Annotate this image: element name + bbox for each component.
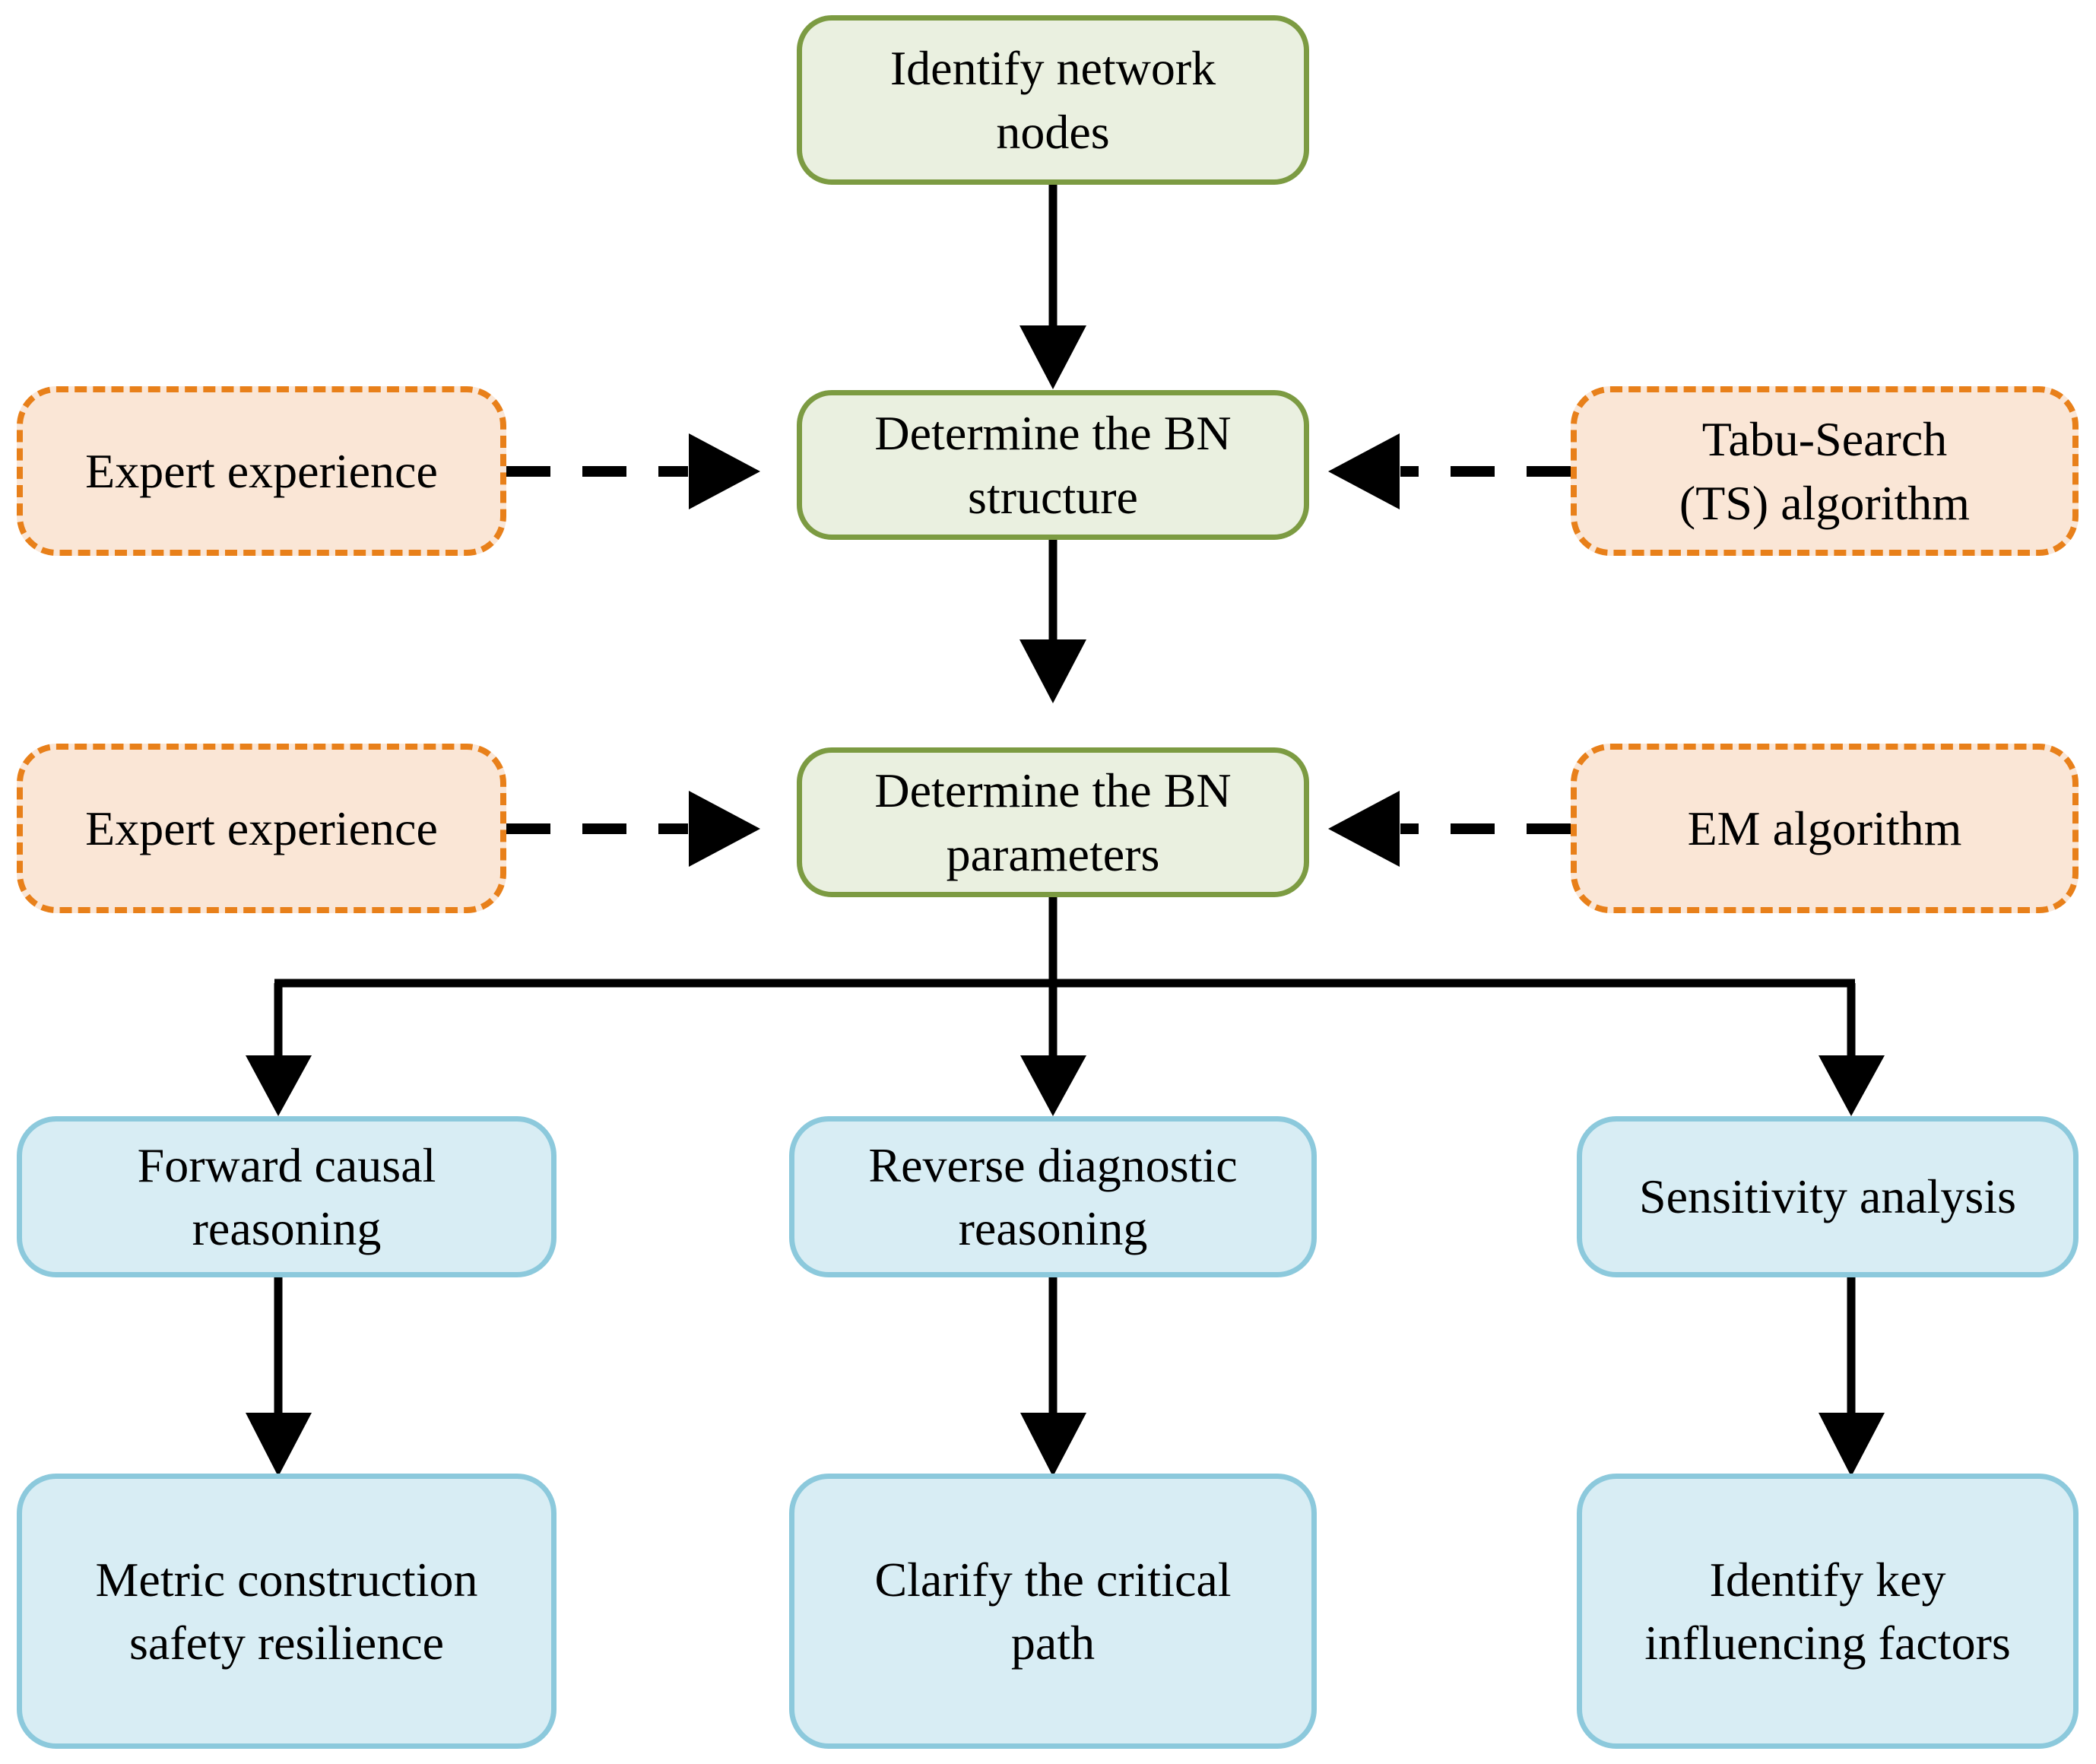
node-line-2: influencing factors bbox=[1644, 1616, 2011, 1670]
node-line-1: Determine the BN bbox=[874, 406, 1232, 461]
node-identify-key-influencing-factors-label: Identify key influencing factors bbox=[1596, 1548, 2060, 1674]
node-line-1: Sensitivity analysis bbox=[1639, 1169, 2016, 1224]
node-identify-key-influencing-factors[interactable]: Identify key influencing factors bbox=[1577, 1474, 2079, 1749]
node-determine-bn-structure-label: Determine the BN structure bbox=[816, 401, 1290, 528]
node-line-2: path bbox=[1010, 1616, 1096, 1670]
edge-tabu-to-structure bbox=[1328, 433, 1571, 509]
node-forward-causal-reasoning[interactable]: Forward causal reasoning bbox=[17, 1116, 557, 1277]
node-line-2: structure bbox=[968, 469, 1138, 524]
edge-em-to-parameters bbox=[1328, 791, 1571, 867]
node-sensitivity-analysis-label: Sensitivity analysis bbox=[1596, 1165, 2060, 1228]
node-line-1: Forward causal bbox=[137, 1137, 436, 1192]
edge-reverse-to-clarify bbox=[1020, 1277, 1086, 1477]
edge-parameters-branch-bus bbox=[246, 897, 1885, 1116]
node-expert-experience-structure[interactable]: Expert experience bbox=[17, 386, 506, 556]
node-line-1: Identify network bbox=[889, 41, 1216, 96]
node-line-2: nodes bbox=[996, 104, 1110, 159]
node-tabu-search-algorithm-label: Tabu-Search (TS) algorithm bbox=[1590, 408, 2059, 534]
node-line-2: (TS) algorithm bbox=[1679, 475, 1971, 530]
node-expert-experience-parameters-label: Expert experience bbox=[36, 797, 487, 860]
edge-identify-to-structure bbox=[1019, 185, 1086, 389]
node-reverse-diagnostic-reasoning-label: Reverse diagnostic reasoning bbox=[808, 1134, 1298, 1260]
node-line-1: Expert experience bbox=[85, 443, 438, 498]
node-em-algorithm-label: EM algorithm bbox=[1590, 797, 2059, 860]
node-identify-network-nodes[interactable]: Identify network nodes bbox=[797, 15, 1309, 185]
node-line-2: parameters bbox=[946, 826, 1160, 881]
edge-expert-to-structure bbox=[506, 433, 760, 509]
edge-structure-to-parameters bbox=[1019, 540, 1086, 703]
node-clarify-the-critical-path[interactable]: Clarify the critical path bbox=[789, 1474, 1317, 1749]
node-metric-construction-safety-resilience[interactable]: Metric construction safety resilience bbox=[17, 1474, 557, 1749]
node-line-1: Identify key bbox=[1709, 1552, 1946, 1607]
node-identify-network-nodes-label: Identify network nodes bbox=[816, 36, 1290, 163]
node-line-1: Reverse diagnostic bbox=[868, 1137, 1238, 1192]
node-forward-causal-reasoning-label: Forward causal reasoning bbox=[36, 1134, 537, 1260]
node-sensitivity-analysis[interactable]: Sensitivity analysis bbox=[1577, 1116, 2079, 1277]
node-expert-experience-structure-label: Expert experience bbox=[36, 439, 487, 503]
node-em-algorithm[interactable]: EM algorithm bbox=[1571, 744, 2079, 913]
edge-sensitivity-to-identify-key bbox=[1819, 1277, 1885, 1477]
node-line-1: Tabu-Search bbox=[1701, 412, 1948, 467]
node-line-2: reasoning bbox=[958, 1201, 1148, 1255]
node-line-1: Metric construction bbox=[95, 1552, 478, 1607]
node-line-1: Expert experience bbox=[85, 801, 438, 855]
node-reverse-diagnostic-reasoning[interactable]: Reverse diagnostic reasoning bbox=[789, 1116, 1317, 1277]
node-clarify-the-critical-path-label: Clarify the critical path bbox=[808, 1548, 1298, 1674]
node-determine-bn-structure[interactable]: Determine the BN structure bbox=[797, 390, 1309, 540]
node-line-2: safety resilience bbox=[129, 1616, 444, 1670]
edge-forward-to-metric bbox=[246, 1277, 312, 1477]
node-line-1: EM algorithm bbox=[1687, 801, 1962, 855]
node-line-2: reasoning bbox=[192, 1201, 382, 1255]
node-tabu-search-algorithm[interactable]: Tabu-Search (TS) algorithm bbox=[1571, 386, 2079, 556]
node-line-1: Determine the BN bbox=[874, 763, 1232, 818]
node-expert-experience-parameters[interactable]: Expert experience bbox=[17, 744, 506, 913]
node-determine-bn-parameters-label: Determine the BN parameters bbox=[816, 759, 1290, 885]
node-metric-construction-safety-resilience-label: Metric construction safety resilience bbox=[36, 1548, 537, 1674]
edge-expert-to-parameters bbox=[506, 791, 760, 867]
node-determine-bn-parameters[interactable]: Determine the BN parameters bbox=[797, 747, 1309, 897]
node-line-1: Clarify the critical bbox=[874, 1552, 1232, 1607]
